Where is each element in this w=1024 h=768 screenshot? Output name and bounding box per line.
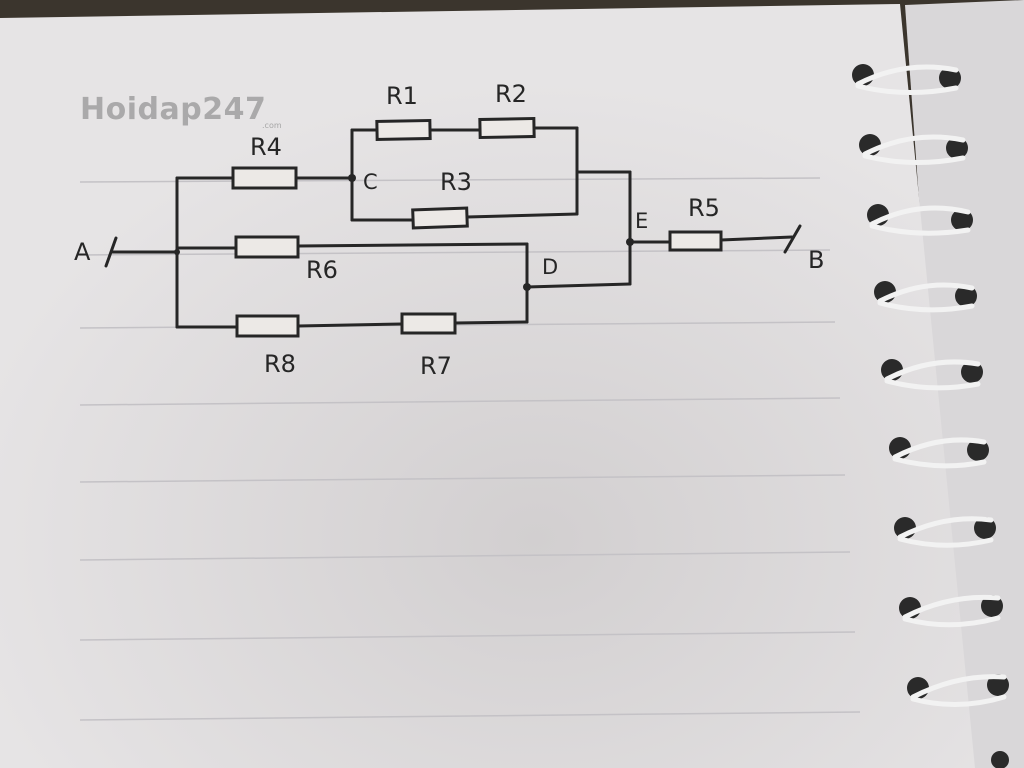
resistor-r4-label: R4 xyxy=(250,133,282,161)
junction-left xyxy=(174,249,180,255)
resistor-r5 xyxy=(668,230,723,252)
spiral-binding xyxy=(852,64,1009,768)
resistor-r3-label: R3 xyxy=(440,168,472,196)
resistor-r5-label: R5 xyxy=(688,194,720,222)
resistor-r7 xyxy=(400,312,457,335)
node-e-label: E xyxy=(635,209,649,233)
resistor-r7-label: R7 xyxy=(420,352,452,380)
circuit-diagram xyxy=(104,126,802,329)
resistor-r1-label: R1 xyxy=(386,82,418,110)
resistor-r6-label: R6 xyxy=(306,256,338,284)
watermark-domain: .com xyxy=(262,121,282,130)
junction-e xyxy=(626,238,634,246)
junction-d xyxy=(523,283,531,291)
resistor-r2 xyxy=(478,117,536,139)
resistor-r8 xyxy=(235,314,300,338)
resistor-r4 xyxy=(231,166,298,190)
resistor-r1 xyxy=(375,119,432,141)
ruled-lines xyxy=(79,177,861,721)
notebook-page xyxy=(0,4,975,768)
resistor-r6 xyxy=(234,235,300,259)
junction-c xyxy=(348,174,356,182)
node-d-label: D xyxy=(542,255,559,279)
terminal-b-label: B xyxy=(808,246,825,274)
resistor-r8-label: R8 xyxy=(264,350,296,378)
resistor-r2-label: R2 xyxy=(495,80,527,108)
terminal-a-label: A xyxy=(74,238,91,266)
watermark-logo: Hoidap247 xyxy=(80,92,267,127)
resistor-r3 xyxy=(411,206,469,230)
node-c-label: C xyxy=(363,170,378,194)
